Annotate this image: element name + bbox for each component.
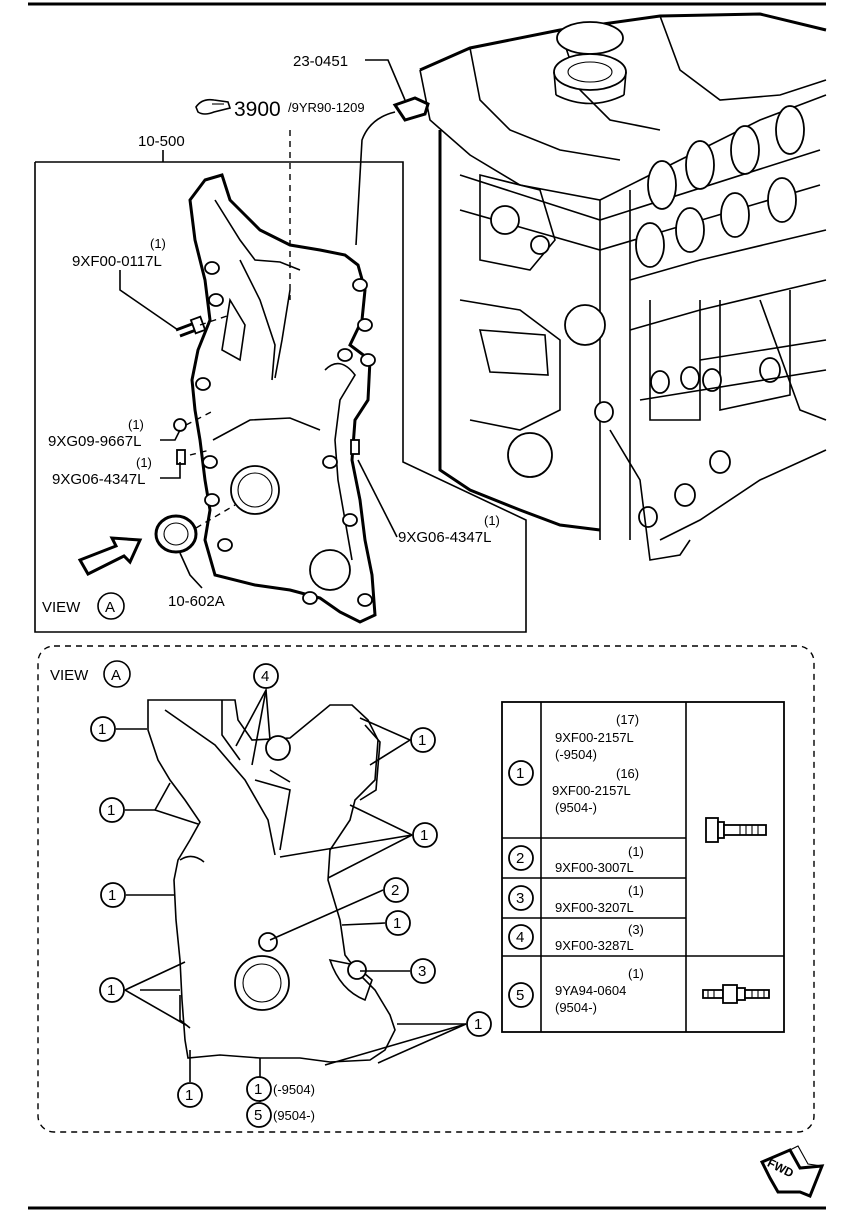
table-row-5-code: 9YA94-0604: [555, 983, 626, 998]
upper-part-1-code: 9XF00-0117L: [72, 253, 162, 270]
svg-text:1: 1: [393, 915, 401, 932]
svg-text:3: 3: [418, 963, 426, 980]
upper-view-label: VIEW: [42, 599, 81, 616]
upper-view-box: [34, 161, 527, 633]
svg-text:1: 1: [107, 802, 115, 819]
callout-4: 4: [253, 663, 279, 689]
table-row-5-number: 5: [516, 987, 524, 1004]
lower-leader-lines: [116, 687, 467, 1102]
table-row-4-code: 9XF00-3287L: [555, 938, 634, 953]
callout-1-bottom-mid: 1: [246, 1076, 272, 1102]
callout-1-right-3: 1: [385, 910, 411, 936]
svg-text:1: 1: [474, 1016, 482, 1033]
table-row-4-qty: (3): [628, 922, 644, 937]
table-row-2-number: 2: [516, 850, 524, 867]
bolt-table: [501, 701, 785, 1033]
table-row-1b-qty: (16): [616, 766, 639, 781]
table-row-1-number: 1: [516, 765, 524, 782]
lower-view-circle: [103, 660, 131, 688]
upper-leader-lines: [119, 59, 406, 589]
upper-part-2-qty: (1): [128, 417, 144, 432]
callout-1-bottom-left: 1: [177, 1082, 203, 1108]
upper-part-4-qty: (1): [484, 513, 500, 528]
seal-part-label: 10-602A: [168, 593, 225, 610]
engine-block-illustration: [355, 12, 827, 561]
reference-number: 3900: [234, 98, 281, 121]
callout-1-right-2: 1: [412, 822, 438, 848]
svg-text:1: 1: [108, 887, 116, 904]
upper-part-4-code: 9XG06-4347L: [398, 529, 491, 546]
bottom-note-5: (9504-): [273, 1108, 315, 1123]
cover-part-label: 10-500: [138, 133, 185, 150]
upper-part-3-code: 9XG06-4347L: [52, 471, 145, 488]
table-row-2-qty: (1): [628, 844, 644, 859]
svg-text:1: 1: [185, 1087, 193, 1104]
table-row-5-qty: (1): [628, 966, 644, 981]
svg-text:1: 1: [254, 1081, 262, 1098]
table-row-1a-note: (-9504): [555, 747, 597, 762]
callout-3: 3: [410, 958, 436, 984]
timing-cover-exploded: [154, 130, 377, 624]
lower-view-panel: [37, 645, 815, 1133]
table-row-3: 3 (1) 9XF00-3207L: [508, 883, 644, 915]
table-row-1a-code: 9XF00-2157L: [555, 730, 634, 745]
upper-part-3-qty: (1): [136, 455, 152, 470]
callout-1-left-3: 1: [100, 882, 126, 908]
pointing-hand-icon: [195, 98, 232, 115]
svg-text:2: 2: [391, 882, 399, 899]
svg-text:5: 5: [254, 1107, 262, 1124]
fwd-arrow-icon: FWD: [759, 1145, 825, 1198]
table-row-1b-note: (9504-): [555, 800, 597, 815]
table-row-1b-code: 9XF00-2157L: [552, 783, 631, 798]
upper-part-2-code: 9XG09-9667L: [48, 433, 141, 450]
callout-1-right-top: 1: [410, 727, 436, 753]
stud-bolt-icon: [702, 984, 770, 1004]
upper-part-1-qty: (1): [150, 236, 166, 251]
callout-2: 2: [383, 877, 409, 903]
table-row-1: 1 (17) 9XF00-2157L (-9504) (16) 9XF00-21…: [508, 712, 639, 815]
flange-bolt-icon: [705, 817, 767, 843]
table-row-4-number: 4: [516, 929, 524, 946]
table-row-3-number: 3: [516, 890, 524, 907]
timing-cover-front-view: [147, 699, 396, 1063]
table-row-3-code: 9XF00-3207L: [555, 900, 634, 915]
sensor-part-label: 23-0451: [293, 53, 348, 70]
callout-1-left-4: 1: [99, 977, 125, 1003]
svg-text:1: 1: [98, 721, 106, 738]
svg-text:1: 1: [107, 982, 115, 999]
lower-view-letter: A: [111, 667, 121, 684]
callout-1-left-2: 1: [99, 797, 125, 823]
upper-view-circle: [97, 592, 125, 620]
lower-view-label: VIEW: [50, 667, 89, 684]
table-row-5-note: (9504-): [555, 1000, 597, 1015]
svg-text:1: 1: [418, 732, 426, 749]
svg-text:1: 1: [420, 827, 428, 844]
table-row-5: 5 (1) 9YA94-0604 (9504-): [508, 966, 644, 1015]
callout-5-bottom: 5: [246, 1102, 272, 1128]
table-row-2: 2 (1) 9XF00-3007L: [508, 844, 644, 875]
table-row-3-qty: (1): [628, 883, 644, 898]
reference-code: /9YR90-1209: [288, 100, 365, 115]
bottom-note-1: (-9504): [273, 1082, 315, 1097]
table-row-1a-qty: (17): [616, 712, 639, 727]
upper-view-letter: A: [105, 599, 115, 616]
table-row-2-code: 9XF00-3007L: [555, 860, 634, 875]
svg-text:4: 4: [261, 668, 269, 685]
callout-1-left-top: 1: [90, 716, 116, 742]
view-direction-arrow-icon: [77, 536, 143, 576]
callout-1-right-4: 1: [466, 1011, 492, 1037]
table-row-4: 4 (3) 9XF00-3287L: [508, 922, 644, 953]
